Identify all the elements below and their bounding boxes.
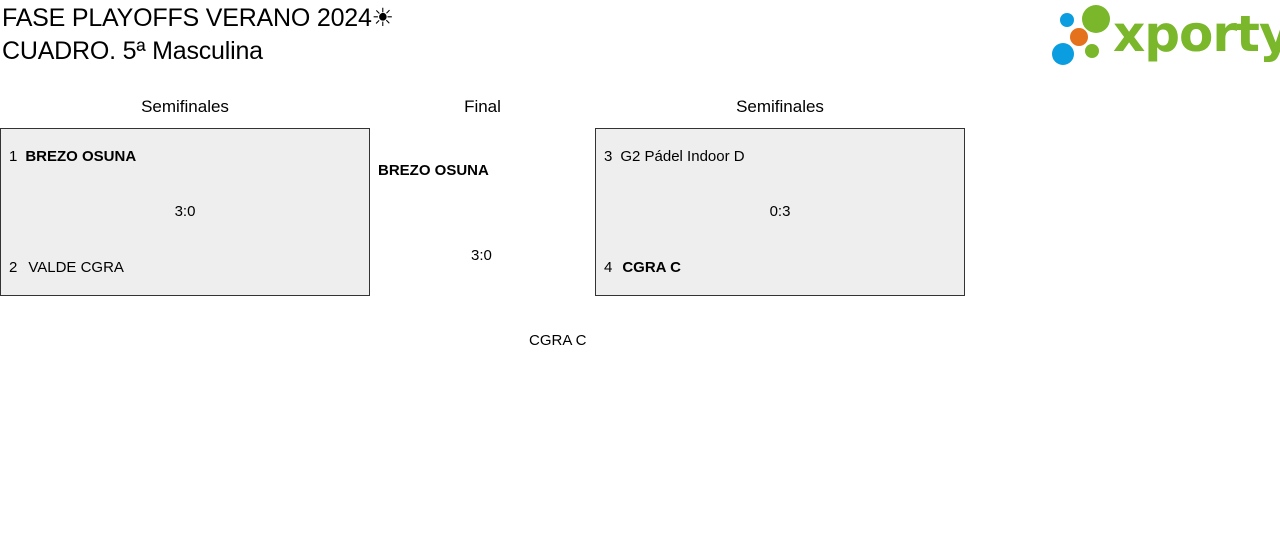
team-row: 4 CGRA C	[604, 258, 681, 278]
final-team-top[interactable]: BREZO OSUNA	[378, 162, 489, 179]
round-label-left: Semifinales	[141, 97, 229, 116]
team-name: G2 Pádel Indoor D	[620, 148, 745, 165]
logo-wordmark: xporty	[1113, 5, 1280, 63]
final-score: 3:0	[471, 247, 492, 264]
match-score: 0:3	[769, 203, 791, 220]
team-seed: 2	[9, 259, 18, 276]
round-label-right: Semifinales	[736, 97, 824, 116]
team-row: 1 BREZO OSUNA	[9, 147, 136, 167]
logo-dot-blue-large-icon	[1052, 43, 1074, 65]
team-row: 2 VALDE CGRA	[9, 258, 124, 278]
logo-dot-green-icon	[1082, 5, 1110, 33]
team-name: VALDE CGRA	[28, 259, 124, 276]
match-score: 3:0	[174, 203, 196, 220]
logo-dot-orange-icon	[1070, 28, 1088, 46]
xporty-logo: xporty	[1050, 4, 1280, 68]
logo-dot-blue-small-icon	[1060, 13, 1074, 27]
round-label-final: Final	[464, 97, 501, 116]
team-name-winner: BREZO OSUNA	[25, 148, 137, 165]
team-name-winner: CGRA C	[622, 259, 681, 276]
final-team-bottom[interactable]: CGRA C	[529, 332, 587, 349]
page-subtitle: CUADRO. 5ª Masculina	[2, 37, 263, 65]
team-seed: 1	[9, 148, 18, 165]
semifinal-right-match[interactable]: 3 G2 Pádel Indoor D 0:3 4 CGRA C	[595, 128, 965, 296]
page-title: FASE PLAYOFFS VERANO 2024☀	[2, 4, 394, 32]
team-row: 3 G2 Pádel Indoor D	[604, 147, 745, 167]
team-seed: 3	[604, 148, 613, 165]
semifinal-left-match[interactable]: 1 BREZO OSUNA 3:0 2 VALDE CGRA	[0, 128, 370, 296]
team-seed: 4	[604, 259, 613, 276]
logo-dot-green-small-icon	[1085, 44, 1099, 58]
